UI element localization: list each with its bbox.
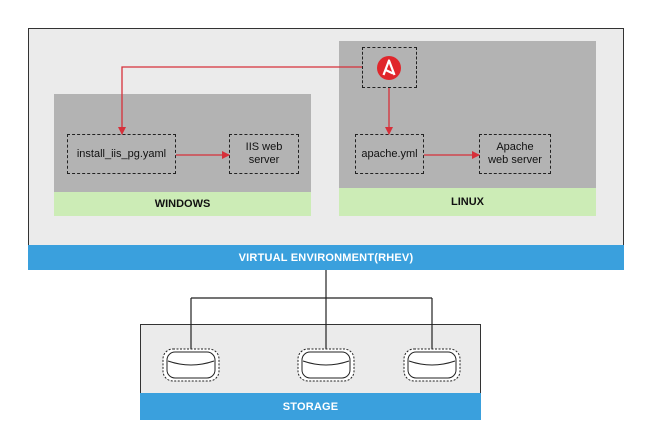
ansible-logo-icon <box>377 56 401 80</box>
controller-to-windows-arrow <box>118 66 362 135</box>
storage-connectors <box>190 270 433 351</box>
windows-host <box>54 94 311 192</box>
apache-web-server-box: Apache web server <box>479 134 551 174</box>
apache-server-line1: Apache <box>496 141 534 153</box>
linux-label: LINUX <box>339 188 596 216</box>
storage-disk-icon <box>297 348 355 382</box>
linux-playbook-label: apache.yml <box>361 147 418 160</box>
iis-server-line1: IIS web <box>245 141 283 153</box>
iis-server-line2: server <box>248 154 280 166</box>
windows-label: WINDOWS <box>54 192 311 216</box>
apache-server-line2: web server <box>488 154 542 166</box>
storage-disk-icon <box>162 348 220 382</box>
virtual-environment-band: VIRTUAL ENVIRONMENT(RHEV) <box>28 245 624 270</box>
ansible-controller-box <box>362 47 417 88</box>
windows-playbook-label: install_iis_pg.yaml <box>76 147 167 160</box>
storage-disk-icon <box>403 348 461 382</box>
storage-band: STORAGE <box>140 393 481 420</box>
